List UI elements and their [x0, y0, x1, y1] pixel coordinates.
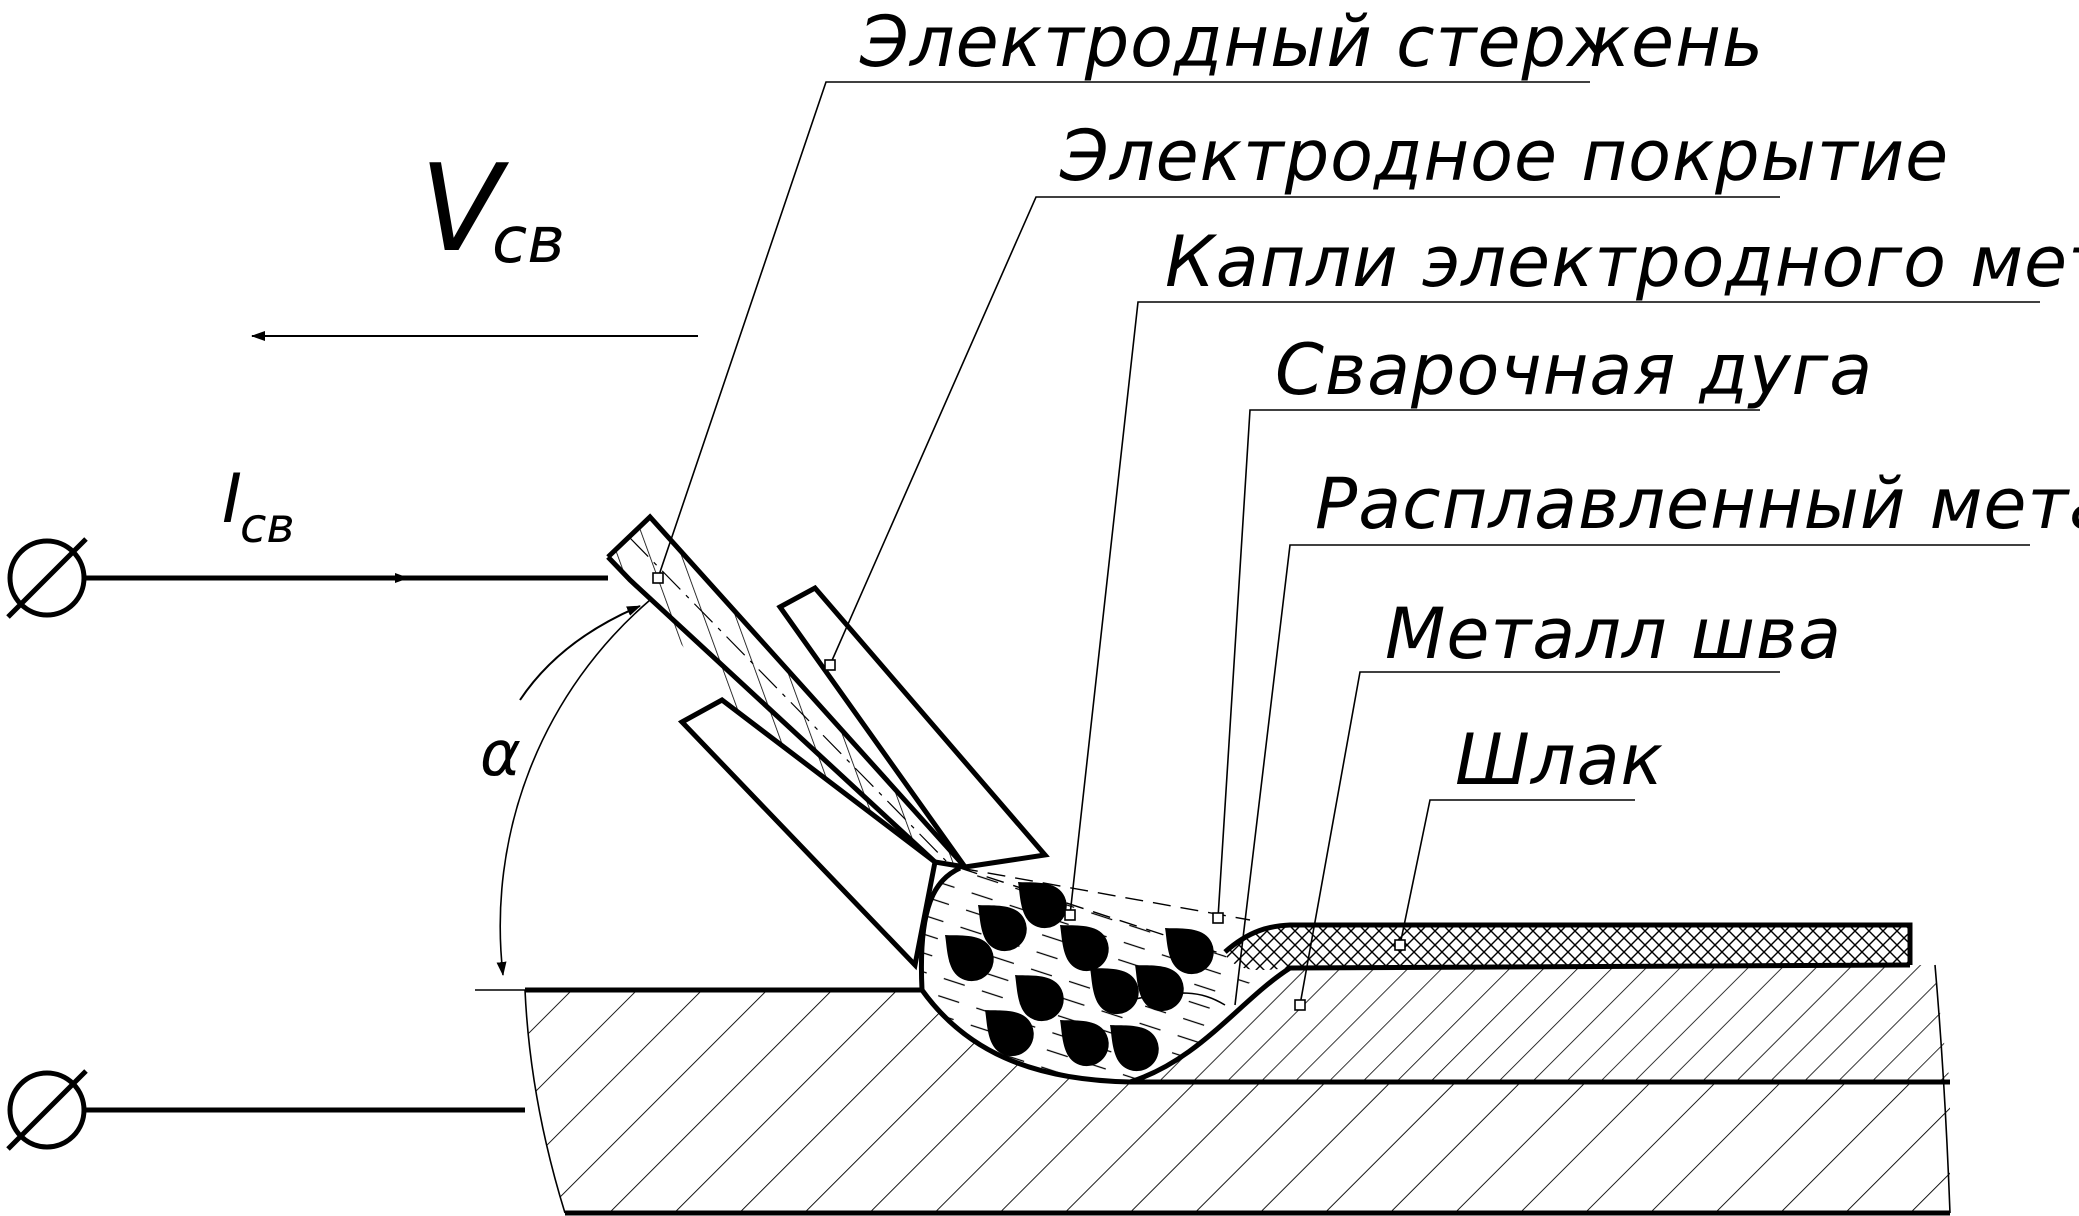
bottom-terminal: ∅ [0, 0, 88, 1151]
label-weld-metal: Металл шва [1385, 593, 1842, 675]
velocity-indicator: V св [251, 140, 698, 341]
label-welding-arc: Сварочная дуга [1275, 329, 1873, 411]
current-subscript: св [240, 498, 295, 554]
label-electrode-coating: Электродное покрытие [1059, 115, 1949, 197]
velocity-symbol: V [420, 140, 510, 279]
velocity-subscript: св [492, 204, 565, 278]
weld-metal-region [1129, 962, 1950, 1085]
current-indicator: I св [222, 460, 295, 554]
label-molten-metal: Расплавленный металл [1315, 463, 2079, 545]
leader-lines [652, 81, 2040, 1011]
top-terminal: ∅ [0, 0, 88, 619]
label-electrode-rod: Электродный стержень [859, 1, 1764, 83]
current-symbol: I [222, 460, 242, 539]
terminal-bottom-symbol: ∅ [0, 0, 1, 1]
label-slag: Шлак [1455, 719, 1664, 801]
terminal-top-symbol: ∅ [0, 0, 1, 1]
electrode-tip [934, 859, 966, 870]
electrode-rod [606, 513, 967, 869]
angle-indicator: α [475, 599, 651, 991]
label-metal-drops: Капли электродного металла [1165, 221, 2079, 303]
angle-symbol: α [480, 717, 521, 790]
slag-layer [1223, 922, 1913, 971]
